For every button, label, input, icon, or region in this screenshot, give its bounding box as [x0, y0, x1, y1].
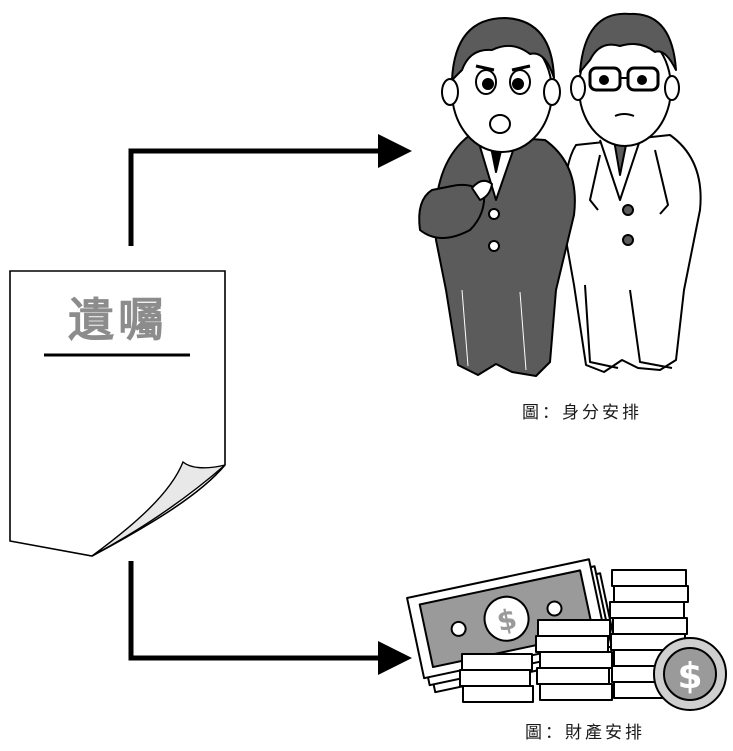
man-dark-suit — [418, 17, 576, 377]
arrow-identity — [128, 134, 412, 246]
arrow-property — [128, 561, 412, 675]
caption-property: 圖：財產安排 — [525, 723, 645, 743]
two-men-illustration — [418, 12, 702, 377]
will-title: 遺囑 — [68, 293, 168, 347]
will-document — [9, 270, 226, 557]
money-illustration: $ $ — [406, 558, 727, 711]
svg-text:$: $ — [677, 656, 702, 697]
caption-identity: 圖：身分安排 — [522, 403, 642, 423]
man-light-suit — [563, 12, 702, 373]
